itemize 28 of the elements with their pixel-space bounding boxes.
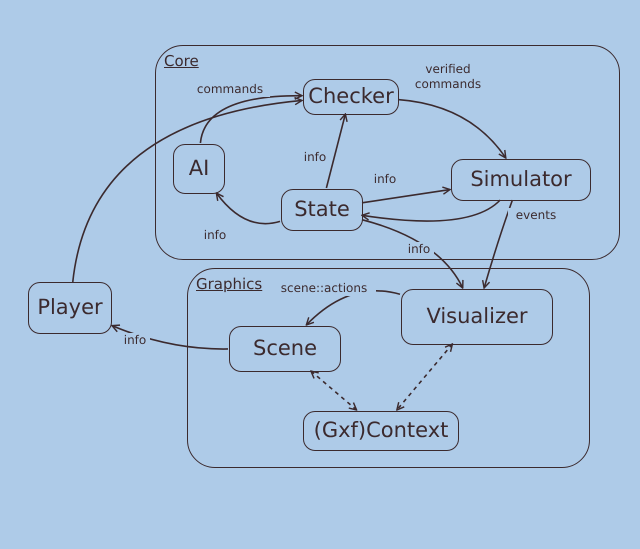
dashed-arrow	[310, 370, 358, 411]
process-box	[173, 144, 225, 194]
process-box	[303, 411, 459, 451]
process-box	[451, 159, 591, 201]
node-label: Simulator	[470, 166, 572, 194]
arrow	[362, 186, 451, 204]
node-label: State	[294, 196, 350, 224]
node-label: (Gxf)Context	[314, 417, 448, 444]
group-title: Graphics	[196, 274, 262, 295]
arrow	[200, 91, 303, 144]
process-box	[28, 282, 112, 334]
arrow	[72, 97, 303, 282]
arrow	[216, 192, 280, 224]
node-label: Player	[37, 294, 103, 322]
process-box	[281, 189, 363, 231]
node-label: Scene	[252, 335, 318, 362]
arrow	[398, 98, 507, 159]
dashed-arrow	[396, 343, 454, 411]
node-label: Visualizer	[426, 303, 528, 330]
process-box	[229, 326, 341, 372]
process-box	[303, 79, 399, 115]
process-box	[401, 289, 553, 345]
arrow	[482, 200, 514, 289]
node-label: AI	[188, 155, 210, 182]
group-title: Core	[164, 51, 199, 72]
arrow	[361, 199, 501, 222]
arrow	[326, 113, 348, 188]
node-label: Checker	[308, 83, 394, 110]
